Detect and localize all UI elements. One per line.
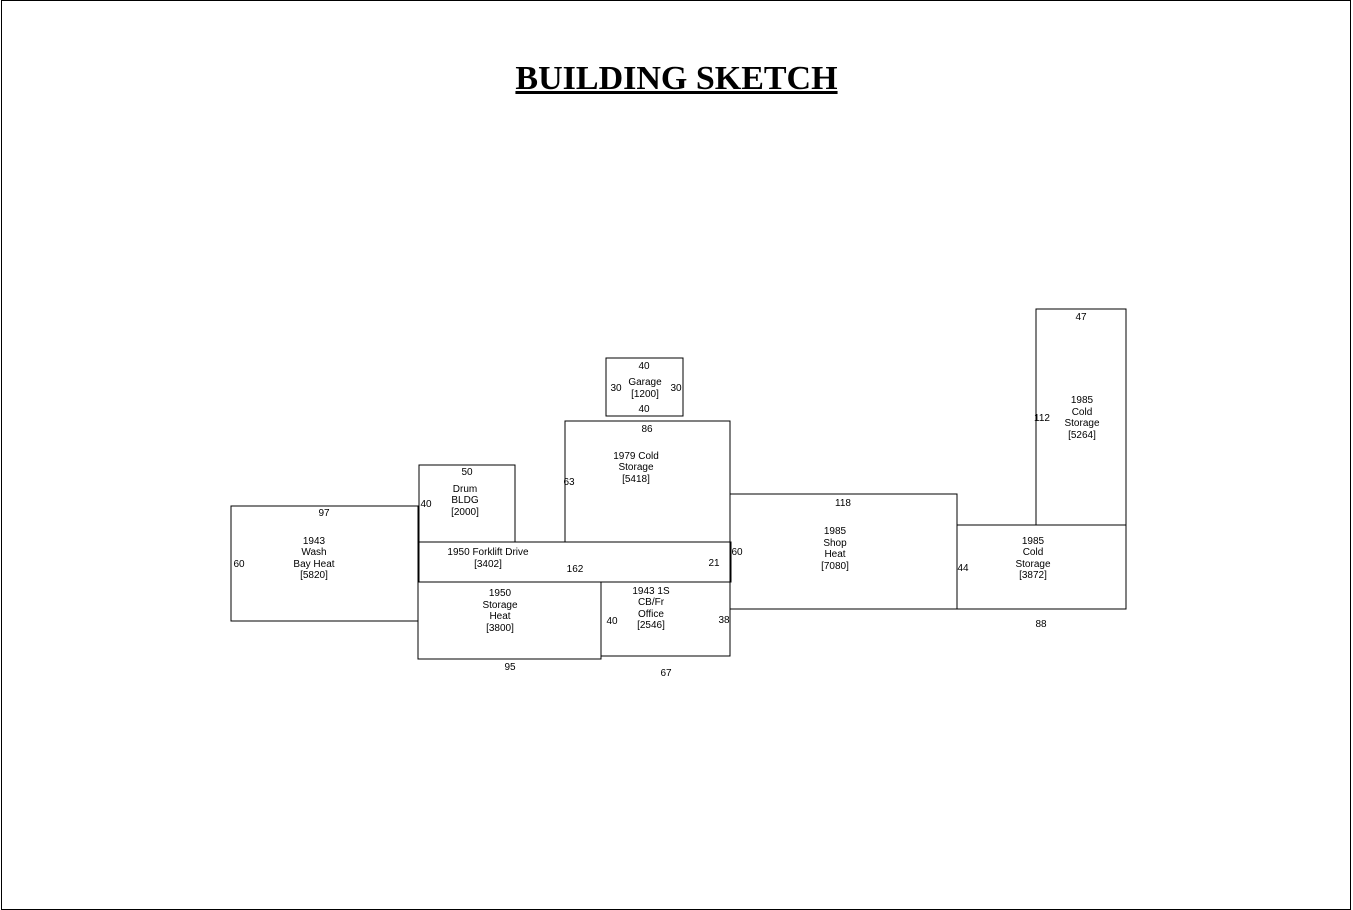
garage-dim-top: 40 bbox=[638, 361, 650, 372]
storage-heat-line: Storage bbox=[482, 600, 517, 611]
section-garage-outline bbox=[605, 357, 684, 417]
drum-bldg-line: [2000] bbox=[451, 507, 479, 518]
forklift-drive-dim-bottom: 162 bbox=[567, 564, 584, 575]
cbfr-office-line: CB/Fr bbox=[638, 597, 665, 608]
storage-heat-line: 1950 bbox=[489, 588, 512, 599]
cold-storage-1985-tall-line: 1985 bbox=[1071, 395, 1094, 406]
section-cbfr-office-outline bbox=[600, 581, 731, 657]
wash-bay-dim-left: 60 bbox=[233, 559, 245, 570]
garage-dim-bottom: 40 bbox=[638, 404, 650, 415]
cold-storage-1979-line: [5418] bbox=[622, 474, 650, 485]
wash-bay-line: Bay Heat bbox=[293, 559, 334, 570]
section-cold-storage-1985-tall-outline bbox=[1035, 308, 1127, 526]
storage-heat-line: [3800] bbox=[486, 623, 514, 634]
section-wash-bay-outline bbox=[230, 505, 419, 622]
cold-storage-1985-tall-dim-top: 47 bbox=[1075, 312, 1087, 323]
cbfr-office-dim-right: 38 bbox=[718, 615, 730, 626]
forklift-drive-line: 1950 Forklift Drive bbox=[447, 547, 529, 558]
wash-bay-line: 1943 bbox=[303, 536, 326, 547]
cold-storage-1985-low-dim-left: 44 bbox=[957, 563, 969, 574]
cbfr-office-line: [2546] bbox=[637, 620, 665, 631]
drum-bldg-line: Drum bbox=[453, 484, 477, 495]
storage-heat-dim-bottom: 95 bbox=[504, 662, 516, 673]
cbfr-office-dim-left: 40 bbox=[606, 616, 618, 627]
garage-line: Garage bbox=[628, 377, 662, 388]
wash-bay-line: Wash bbox=[301, 547, 326, 558]
shop-heat-dim-left: 60 bbox=[731, 547, 743, 558]
cold-storage-1985-low-dim-bottom: 88 bbox=[1035, 619, 1047, 630]
garage-line: [1200] bbox=[631, 389, 659, 400]
shop-heat-line: 1985 bbox=[824, 526, 847, 537]
garage-dim-right: 30 bbox=[670, 383, 682, 394]
cold-storage-1985-low-line: Storage bbox=[1015, 559, 1050, 570]
cold-storage-1985-tall-line: [5264] bbox=[1068, 430, 1096, 441]
cold-storage-1985-low-line: [3872] bbox=[1019, 570, 1047, 581]
cold-storage-1979-line: Storage bbox=[618, 462, 653, 473]
wash-bay-line: [5820] bbox=[300, 570, 328, 581]
shop-heat-dim-top: 118 bbox=[835, 498, 851, 509]
cold-storage-1979-line: 1979 Cold bbox=[613, 451, 659, 462]
storage-heat-line: Heat bbox=[489, 611, 510, 622]
page-title: BUILDING SKETCH bbox=[515, 60, 838, 97]
cbfr-office-dim-bottom: 67 bbox=[660, 668, 672, 679]
cold-storage-1985-tall-line: Storage bbox=[1064, 418, 1099, 429]
garage-dim-left: 30 bbox=[610, 383, 622, 394]
cold-storage-1985-low-line: Cold bbox=[1023, 547, 1044, 558]
drum-bldg-dim-left: 40 bbox=[420, 499, 432, 510]
cold-storage-1985-tall-line: Cold bbox=[1072, 407, 1093, 418]
cold-storage-1979-dim-top: 86 bbox=[641, 424, 653, 435]
wash-bay-dim-top: 97 bbox=[318, 508, 330, 519]
cold-storage-1979-dim-left: 63 bbox=[563, 477, 575, 488]
cbfr-office-line: 1943 1S bbox=[632, 586, 670, 597]
cold-storage-1985-low-line: 1985 bbox=[1022, 536, 1045, 547]
shop-heat-line: Shop bbox=[823, 538, 847, 549]
forklift-drive-dim-right: 21 bbox=[708, 558, 720, 569]
shop-heat-line: Heat bbox=[824, 549, 845, 560]
forklift-drive-line: [3402] bbox=[474, 559, 502, 570]
drum-bldg-line: BLDG bbox=[451, 495, 478, 506]
drum-bldg-dim-top: 50 bbox=[461, 467, 473, 478]
shop-heat-line: [7080] bbox=[821, 561, 849, 572]
cbfr-office-line: Office bbox=[638, 609, 664, 620]
cold-storage-1985-tall-dim-left: 112 bbox=[1034, 413, 1050, 424]
